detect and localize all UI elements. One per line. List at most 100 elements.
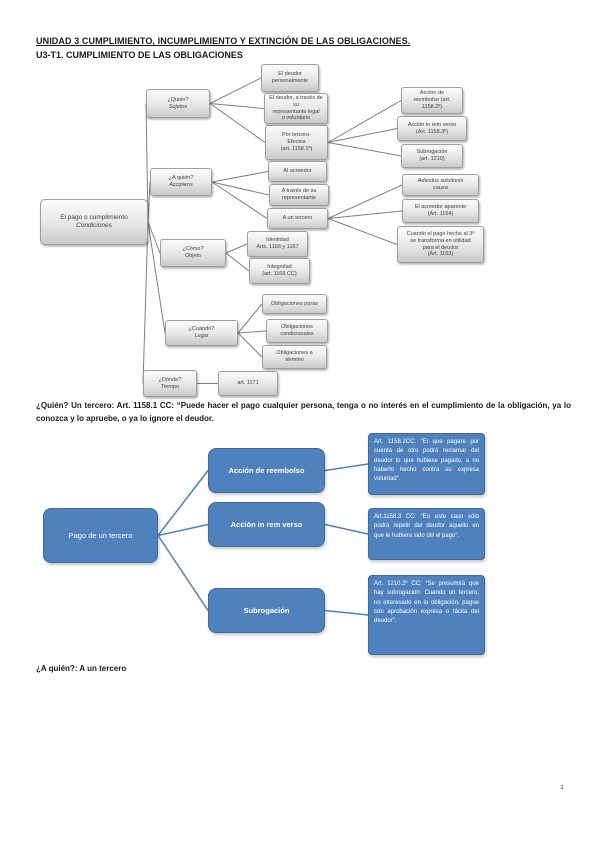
node-label-line: condicionales [280,331,314,337]
doc-subtitle: U3-T1. CUMPLIMIENTO DE LAS OBLIGACIONES [36,50,243,60]
node-label-line: Por tercero- [281,132,312,139]
node-label: Art.1158.3 CC: “En este caso sólo podrá … [374,514,479,539]
node-label-line: ¿A quién? [168,175,194,182]
connector-line [157,523,209,537]
node-label-line: Tiempo [160,383,180,390]
connector-line [327,218,398,245]
intro-paragraph: ¿Quién? Un tercero: Art. 1158.1 CC: “Pue… [36,401,571,423]
connector-line [327,210,403,219]
diagram2-node-pago-de-un-tercero: Pago de un tercero [43,508,158,563]
node-label-line: representante [282,195,316,201]
node-label-line: término [285,357,304,363]
connector-line [211,171,269,183]
node-label-line: (Art. 1158.3º) [415,128,449,135]
connector-line [209,103,265,109]
node-label-line: Integridad [267,264,292,271]
node-label-line: El deudor, a través de su [269,94,323,108]
node-label-line: Condiciones [76,222,112,229]
node-label-line: Adiectus solutionis [417,178,464,185]
diagram1-node-acreedor-aparente: El acreedor aparente(Art. 1164) [402,199,479,223]
connector-line [142,221,149,384]
node-label-line: Efectos [287,139,306,146]
connector-line [237,332,263,358]
diagram2-node-accion-in-rem-verso: Acción in rem verso [208,502,325,547]
connector-line [147,221,166,334]
node-label-line: El deudor [278,71,302,78]
node-label-line: ¿Quién? [167,96,189,103]
connector-line [327,184,403,219]
node-label-line: reembolso (art. [413,97,451,104]
connector-line [157,470,209,536]
node-label: Pago de un tercero [68,531,133,540]
connector-line [327,142,402,157]
diagram1-node-donde-tiempo: ¿Dónde?Tiempo [143,370,197,397]
page-number: 1 [560,784,564,791]
connector-line [147,221,161,254]
diagram2-node-accion-reembolso: Acción de reembolso [208,448,325,493]
connector-line [209,103,266,143]
diagram1-node-al-acreedor: Al acreedor [268,161,327,182]
connector-line [324,523,369,535]
diagram1-node-a-quien-accipiens: ¿A quién?Accipiens [150,168,212,196]
node-label-line: Arts. 1166 y 1167 [256,244,299,250]
diagram1-node-obligaciones-puras: Obligaciones puras [262,294,327,314]
connector-line [211,181,270,196]
node-label-line: A un tercero [282,215,313,222]
node-label-line: El acreedor aparente [414,204,467,211]
node-label: Acción de reembolso [228,466,305,475]
connector-line [225,252,250,272]
node-label-line: ¿Dónde? [158,376,182,383]
node-label-line: Sujetos [168,103,188,110]
connector-line [211,181,268,219]
diagram2-node-subrogacion: Subrogación [208,588,325,633]
connector-line [327,128,398,143]
node-label-line: personalmente [271,78,309,84]
node-label-line: A través de su [281,188,317,195]
node-label-line: representante legal [272,108,320,115]
connector-line [324,609,369,616]
node-label-line: ¿Cuándo? [188,326,215,333]
diagram1-node-cuando-lugar: ¿Cuándo?Lugar [165,320,238,346]
node-label-line: Acción de [419,90,445,97]
node-label-line: Objeto [184,253,202,259]
node-label-line: causa [433,185,448,191]
node-label-line: Subrogación [416,149,448,156]
diagram2-node-cita-1210-2: Art. 1210.2º CC: “Se presumirá que hay s… [368,575,485,655]
node-label-line: art. 1171 [237,380,259,387]
node-label-line: Al acreedor [283,168,312,175]
node-label-line: Accipiens [169,182,193,188]
node-label: Art. 1158.2CC: “El que pagare por cuenta… [374,439,479,483]
node-label-line: Cuando el pago hecho al 3º [406,230,475,237]
diagram2-node-cita-1158-2: Art. 1158.2CC: “El que pagare por cuenta… [368,433,485,495]
diagram1-node-quien-sujetos: ¿Quién?Sujetos [146,89,210,118]
connector-line [237,303,263,334]
node-label-line: Identidad [266,237,289,244]
node-label-line: (art. 1210) [419,156,445,162]
connector-line [157,535,209,611]
bottom-question: ¿A quién?: A un tercero [36,664,127,673]
node-label-line: (Art. 1164) [427,211,454,217]
node-label-line: 1158.2º) [421,103,443,110]
node-label-line: para el deudor [422,244,459,251]
node-label-line: (Art. 1163) [427,251,454,258]
connector-line [237,330,267,334]
connector-line [225,243,248,254]
node-label: Art. 1210.2º CC: “Se presumirá que hay s… [374,581,479,625]
node-label-line: (art. 1169 CC) [262,271,297,277]
node-label-line: Obligaciones a [276,350,313,357]
node-label-line: Acción in rem verso [407,121,457,128]
connector-line [209,77,262,104]
node-label: Acción in rem verso [230,520,303,529]
node-label-line: Lugar [194,333,209,339]
